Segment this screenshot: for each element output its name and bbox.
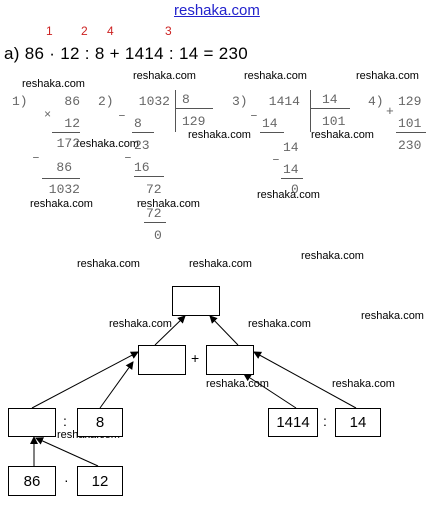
tree-box-1414: 1414 [268, 408, 318, 437]
step-4-label: 4) [368, 94, 384, 109]
divisor-14: 14 [322, 92, 338, 107]
tree-box-86: 86 [8, 466, 56, 496]
watermark: reshaka.com [257, 189, 320, 201]
dividend-1414: 1414 [268, 94, 300, 109]
watermark: reshaka.com [22, 78, 85, 90]
multiply-sign: × [44, 108, 52, 122]
remainder-72: 72 [146, 182, 162, 197]
subtract-16: 16 [134, 160, 150, 175]
arrow [209, 315, 239, 346]
watermark: reshaka.com [301, 250, 364, 262]
step-3-label: 3) [232, 94, 248, 109]
arrow [243, 373, 297, 409]
step-2-label: 2) [98, 94, 114, 109]
tree-box-14: 14 [335, 408, 381, 437]
factor-86: 86 [64, 94, 80, 109]
order-number-3: 3 [165, 24, 172, 38]
step-1-label: 1) [12, 94, 28, 109]
arrow [35, 437, 99, 467]
addend-101: 101 [398, 116, 422, 131]
minus-sign: – [124, 150, 132, 165]
tree-plus: + [191, 350, 200, 366]
arrow [253, 351, 357, 409]
order-number-4: 4 [107, 24, 114, 38]
watermark: reshaka.com [244, 70, 307, 82]
minus-sign: – [136, 194, 144, 209]
watermark: reshaka.com [77, 258, 140, 270]
partial-86: 86 [56, 160, 72, 175]
watermark: reshaka.com [137, 198, 200, 210]
watermark: reshaka.com [188, 129, 251, 141]
minus-sign: – [250, 108, 258, 123]
remainder-23: 23 [134, 138, 150, 153]
watermark: reshaka.com [109, 318, 172, 330]
arrow [154, 315, 186, 346]
remainder-14: 14 [283, 140, 299, 155]
watermark: reshaka.com [133, 70, 196, 82]
expression: а) 86 · 12 : 8 + 1414 : 14 = 230 [4, 44, 248, 64]
tree-colon-left: : [63, 413, 67, 429]
dividend-1032: 1032 [138, 94, 170, 109]
tree-box-divisor-8: 8 [77, 408, 123, 437]
addend-129: 129 [398, 94, 422, 109]
minus-sign: – [118, 108, 126, 123]
product-1032: 1032 [48, 182, 80, 197]
watermark: reshaka.com [76, 138, 139, 150]
quotient-129: 129 [182, 114, 206, 129]
plus-sign: + [386, 104, 394, 119]
sum-230: 230 [398, 138, 422, 153]
partial-172: 172 [56, 136, 80, 151]
watermark: reshaka.com [206, 378, 269, 390]
tree-box-left-sum [138, 345, 186, 375]
tree-box-product [8, 408, 56, 437]
order-number-1: 1 [46, 24, 53, 38]
arrow [31, 351, 139, 409]
minus-sign: – [32, 150, 40, 165]
tree-box-12: 12 [77, 466, 123, 496]
watermark: reshaka.com [30, 198, 93, 210]
watermark: reshaka.com [361, 310, 424, 322]
tree-box-right-sum [206, 345, 254, 375]
tree-dot: · [64, 472, 69, 488]
watermark: reshaka.com [311, 129, 374, 141]
subtract-14: 14 [262, 116, 278, 131]
quotient-101: 101 [322, 114, 346, 129]
watermark: reshaka.com [356, 70, 419, 82]
minus-sign: – [272, 152, 280, 167]
tree-colon-right: : [323, 413, 327, 429]
subtract-14-second: 14 [283, 162, 299, 177]
factor-12: 12 [64, 116, 80, 131]
divisor-8: 8 [182, 92, 190, 107]
subtract-72: 72 [146, 206, 162, 221]
expression-prefix: а) [4, 44, 20, 63]
remainder-0: 0 [154, 228, 162, 243]
subtract-8: 8 [134, 116, 142, 131]
expression-text: 86 · 12 : 8 + 1414 : 14 = 230 [24, 44, 249, 63]
watermark: reshaka.com [332, 378, 395, 390]
remainder-0: 0 [291, 182, 299, 197]
order-number-2: 2 [81, 24, 88, 38]
site-title[interactable]: reshaka.com [174, 2, 260, 19]
watermark: reshaka.com [189, 258, 252, 270]
watermark: reshaka.com [248, 318, 311, 330]
arrow [99, 361, 134, 409]
tree-box-result [172, 286, 220, 316]
